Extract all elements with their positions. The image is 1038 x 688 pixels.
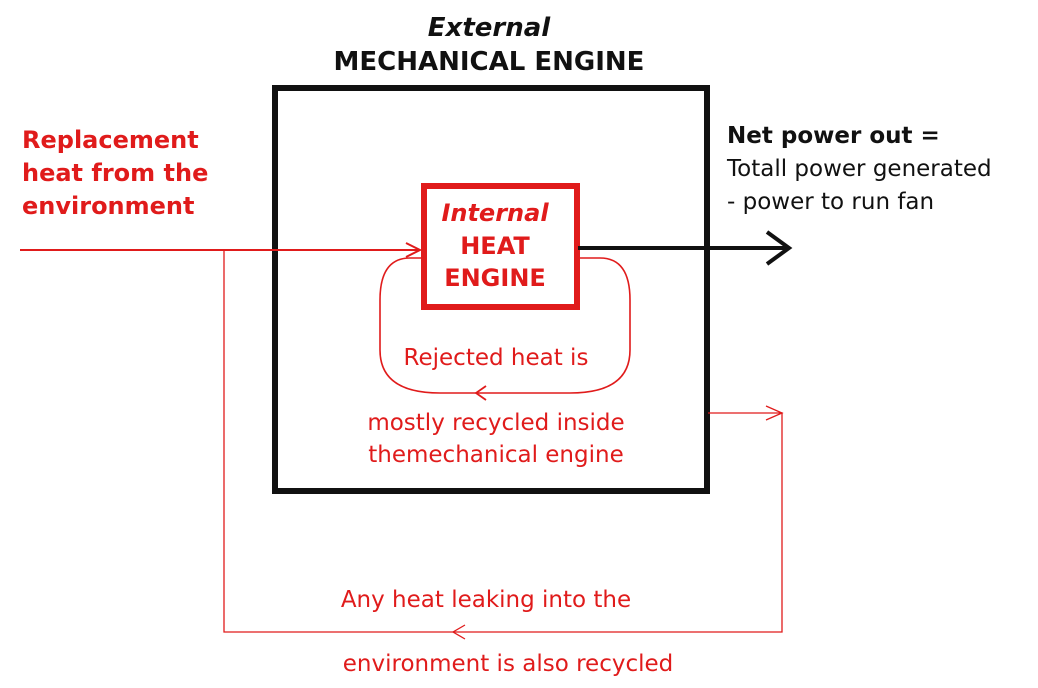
heat-engine-title-line3: ENGINE: [444, 264, 546, 292]
inner-recycle-caption-line3: themechanical engine: [368, 442, 623, 468]
heat-engine-title-line2: HEAT: [460, 232, 530, 260]
outer-recycle-arrowhead-right: [765, 405, 784, 421]
output-power-arrowhead: [765, 230, 793, 266]
heat-engine-box: [421, 183, 580, 310]
inner-recycle-caption-line1: Rejected heat is: [404, 345, 589, 371]
inner-recycle-loop: [379, 257, 631, 394]
outer-box-title-italic: External: [428, 13, 551, 43]
input-label-line3: environment: [22, 192, 195, 220]
outer-box-title: MECHANICAL ENGINE: [334, 47, 645, 77]
outer-recycle-arrowhead-left: [451, 624, 466, 640]
outer-recycle-caption-line2: environment is also recycled: [343, 651, 673, 677]
inner-recycle-caption-line2: mostly recycled inside: [367, 410, 624, 436]
input-heat-arrowhead: [405, 242, 423, 258]
inner-recycle-arrowhead: [474, 385, 487, 401]
output-label-line1: Net power out =: [727, 123, 940, 149]
outer-recycle-loop: [223, 250, 783, 633]
output-label-line3: - power to run fan: [727, 189, 934, 215]
mechanical-engine-box: [272, 85, 710, 494]
outer-recycle-caption-line1: Any heat leaking into the: [341, 587, 631, 613]
output-label-line2: Totall power generated: [726, 156, 992, 182]
input-label-line1: Replacement: [22, 126, 199, 154]
heat-engine-title-italic: Internal: [441, 199, 549, 227]
input-label-line2: heat from the: [22, 159, 208, 187]
